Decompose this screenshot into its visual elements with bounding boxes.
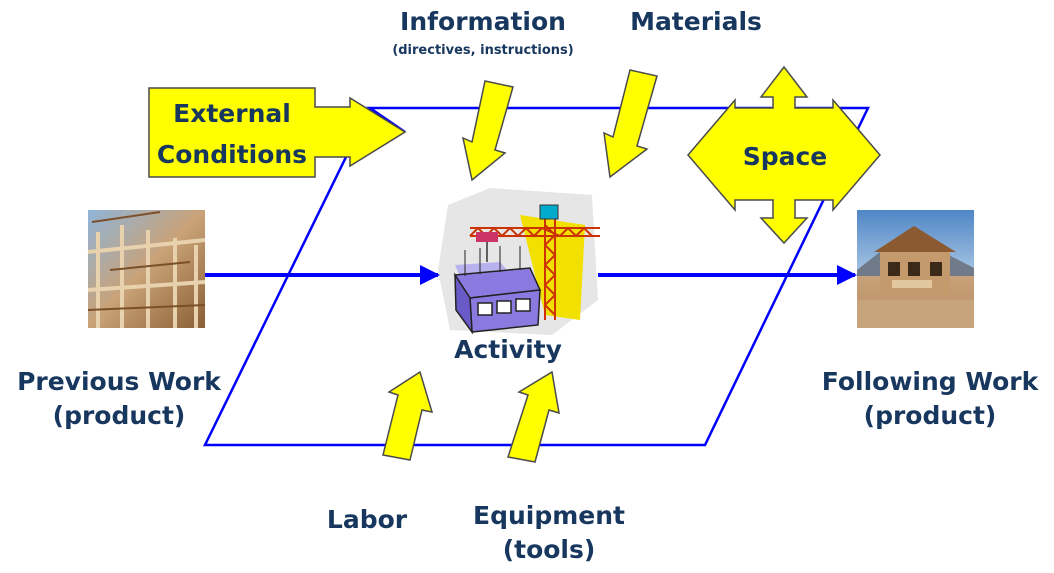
equipment-sublabel: (tools): [503, 535, 596, 564]
following-work-sublabel: (product): [864, 401, 997, 430]
materials-arrow: [603, 69, 658, 179]
space-arrow: [687, 65, 881, 245]
following-work-label: Following Work: [822, 367, 1040, 396]
materials-label: Materials: [630, 7, 762, 36]
previous-work-sublabel: (product): [53, 401, 186, 430]
information-label: Information: [400, 7, 566, 36]
external-conditions-arrow: [148, 87, 407, 178]
previous-work-photo: [87, 210, 206, 328]
labor-arrow: [382, 370, 434, 461]
external-conditions-label-2: Conditions: [157, 140, 307, 169]
equipment-label: Equipment: [473, 501, 625, 530]
activity-label: Activity: [454, 335, 562, 364]
construction-crane-icon: [438, 188, 600, 335]
information-arrow: [461, 80, 514, 182]
following-work-photo: [857, 210, 974, 328]
equipment-arrow: [507, 370, 560, 463]
information-sublabel: (directives, instructions): [392, 43, 573, 58]
previous-work-label: Previous Work: [17, 367, 222, 396]
space-label: Space: [743, 142, 828, 171]
external-conditions-label-1: External: [173, 99, 291, 128]
labor-label: Labor: [327, 505, 408, 534]
